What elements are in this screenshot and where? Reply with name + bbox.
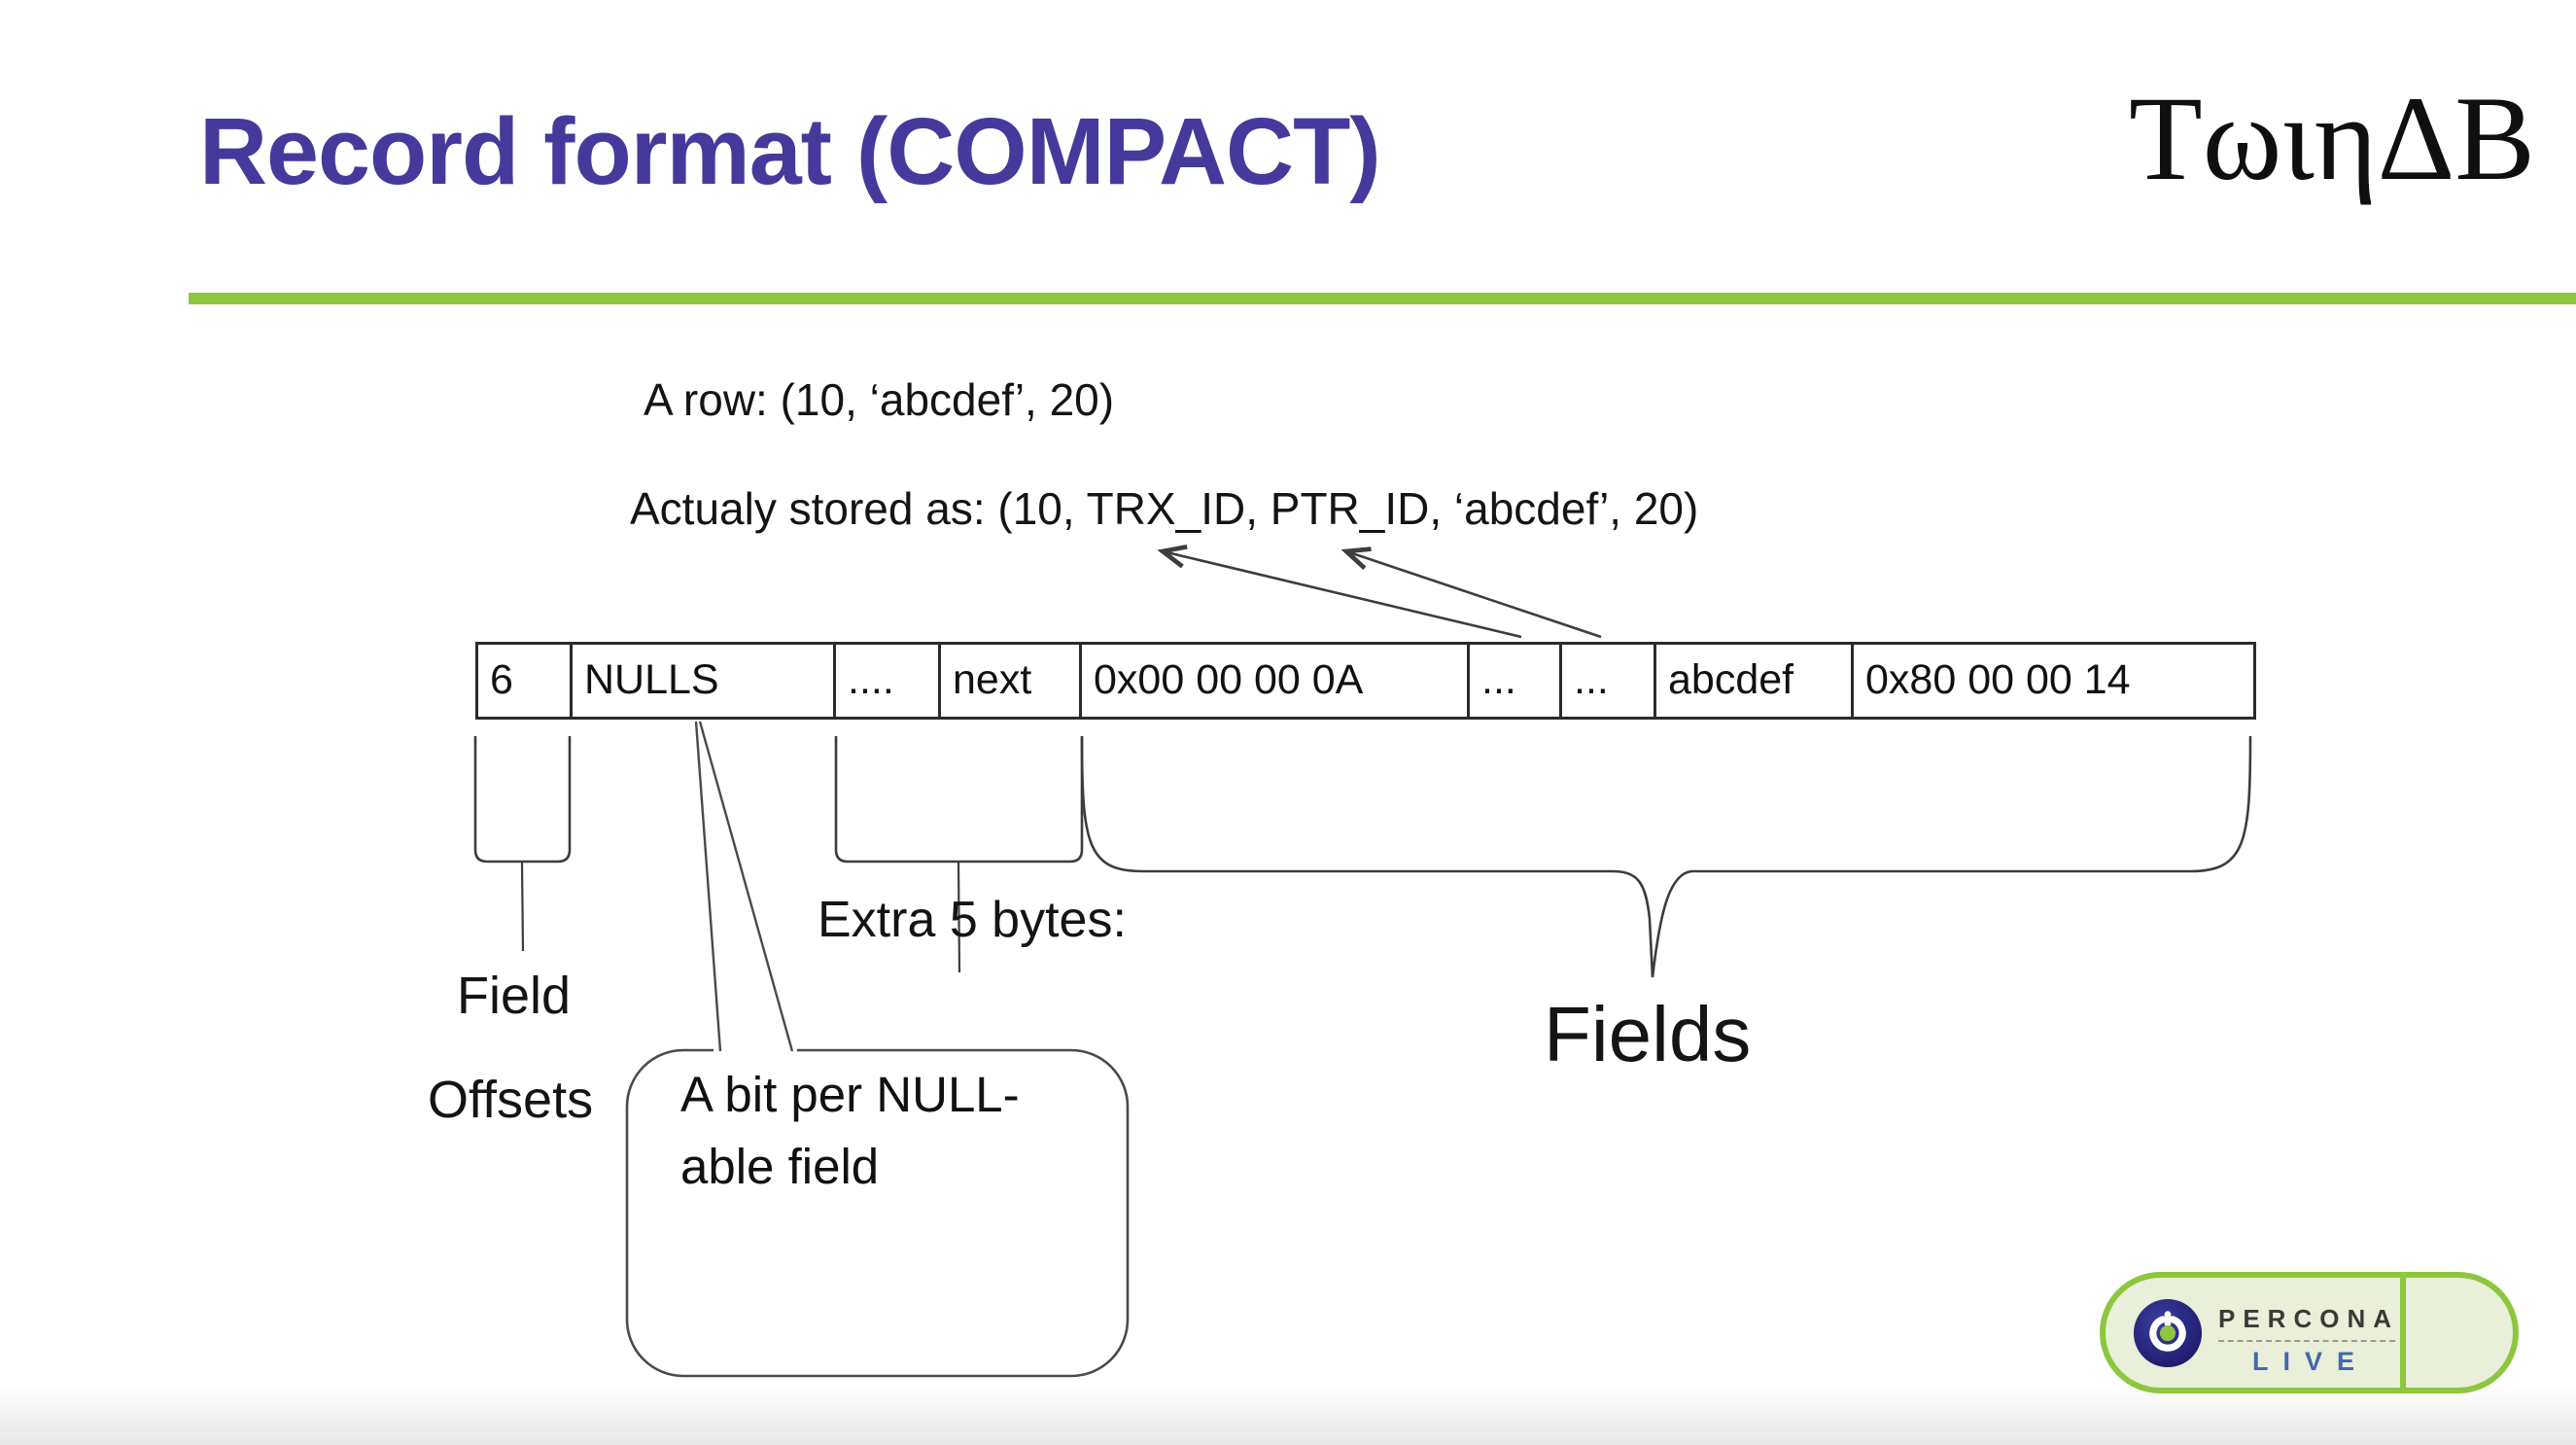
badge-divider-line <box>2400 1277 2406 1389</box>
record-cell-int-value-2: 0x80 00 00 14 <box>1865 656 2131 703</box>
brace-extra-bytes <box>834 736 1084 863</box>
stored-as-text: Actualy stored as: (10, TRX_ID, PTR_ID, … <box>630 483 1699 534</box>
arrow-to-ptr-id <box>1340 546 1602 639</box>
title-divider-line <box>189 293 2576 304</box>
percona-brand-text: PERCONA <box>2218 1304 2395 1342</box>
callout-pointer-left <box>694 721 722 1052</box>
percona-power-icon <box>2133 1298 2203 1368</box>
callout-text-line1: A bit per NULL- <box>680 1067 1020 1122</box>
row-example-text: A row: (10, ‘abcdef’, 20) <box>644 374 1115 425</box>
twindb-logo-text: ΤωιηΔB <box>2129 72 2536 205</box>
record-cell-trx-id: ... <box>1470 645 1562 717</box>
callout-pointer-right <box>698 721 794 1052</box>
percona-live-text: LIVE <box>2251 1347 2369 1376</box>
record-cell-dots: .... <box>836 645 941 717</box>
record-cell-offsets-size: 6 <box>478 645 573 717</box>
record-cell-ptr-id: ... <box>1562 645 1656 717</box>
record-cell-abcdef: abcdef <box>1656 645 1854 717</box>
label-offsets: Offsets <box>428 1071 594 1129</box>
percona-live-badge: PERCONA LIVE <box>2100 1272 2519 1393</box>
brace-fields <box>1080 735 2252 978</box>
brace-extra-bytes-tail <box>957 861 961 973</box>
label-field: Field <box>457 967 572 1025</box>
brace-field-offsets <box>473 736 572 863</box>
brace-field-offsets-tail <box>520 861 525 952</box>
label-fields: Fields <box>1544 991 1752 1077</box>
label-extra-bytes: Extra 5 bytes: <box>818 892 1127 948</box>
record-cell-next: next <box>941 645 1082 717</box>
callout-text-line2: able field <box>680 1139 880 1194</box>
callout-bubble <box>625 1048 1130 1378</box>
record-row: 6 NULLS .... next 0x00 00 00 0A ... ... … <box>475 642 2256 720</box>
arrow-to-trx-id <box>1157 545 1522 639</box>
record-cell-int-value: 0x00 00 00 0A <box>1082 645 1470 717</box>
bottom-gradient <box>0 1385 2576 1445</box>
percona-badge-text: PERCONA LIVE <box>2218 1304 2395 1377</box>
page-title: Record format (COMPACT) <box>199 98 1381 204</box>
record-cell-nulls: NULLS <box>573 645 836 717</box>
